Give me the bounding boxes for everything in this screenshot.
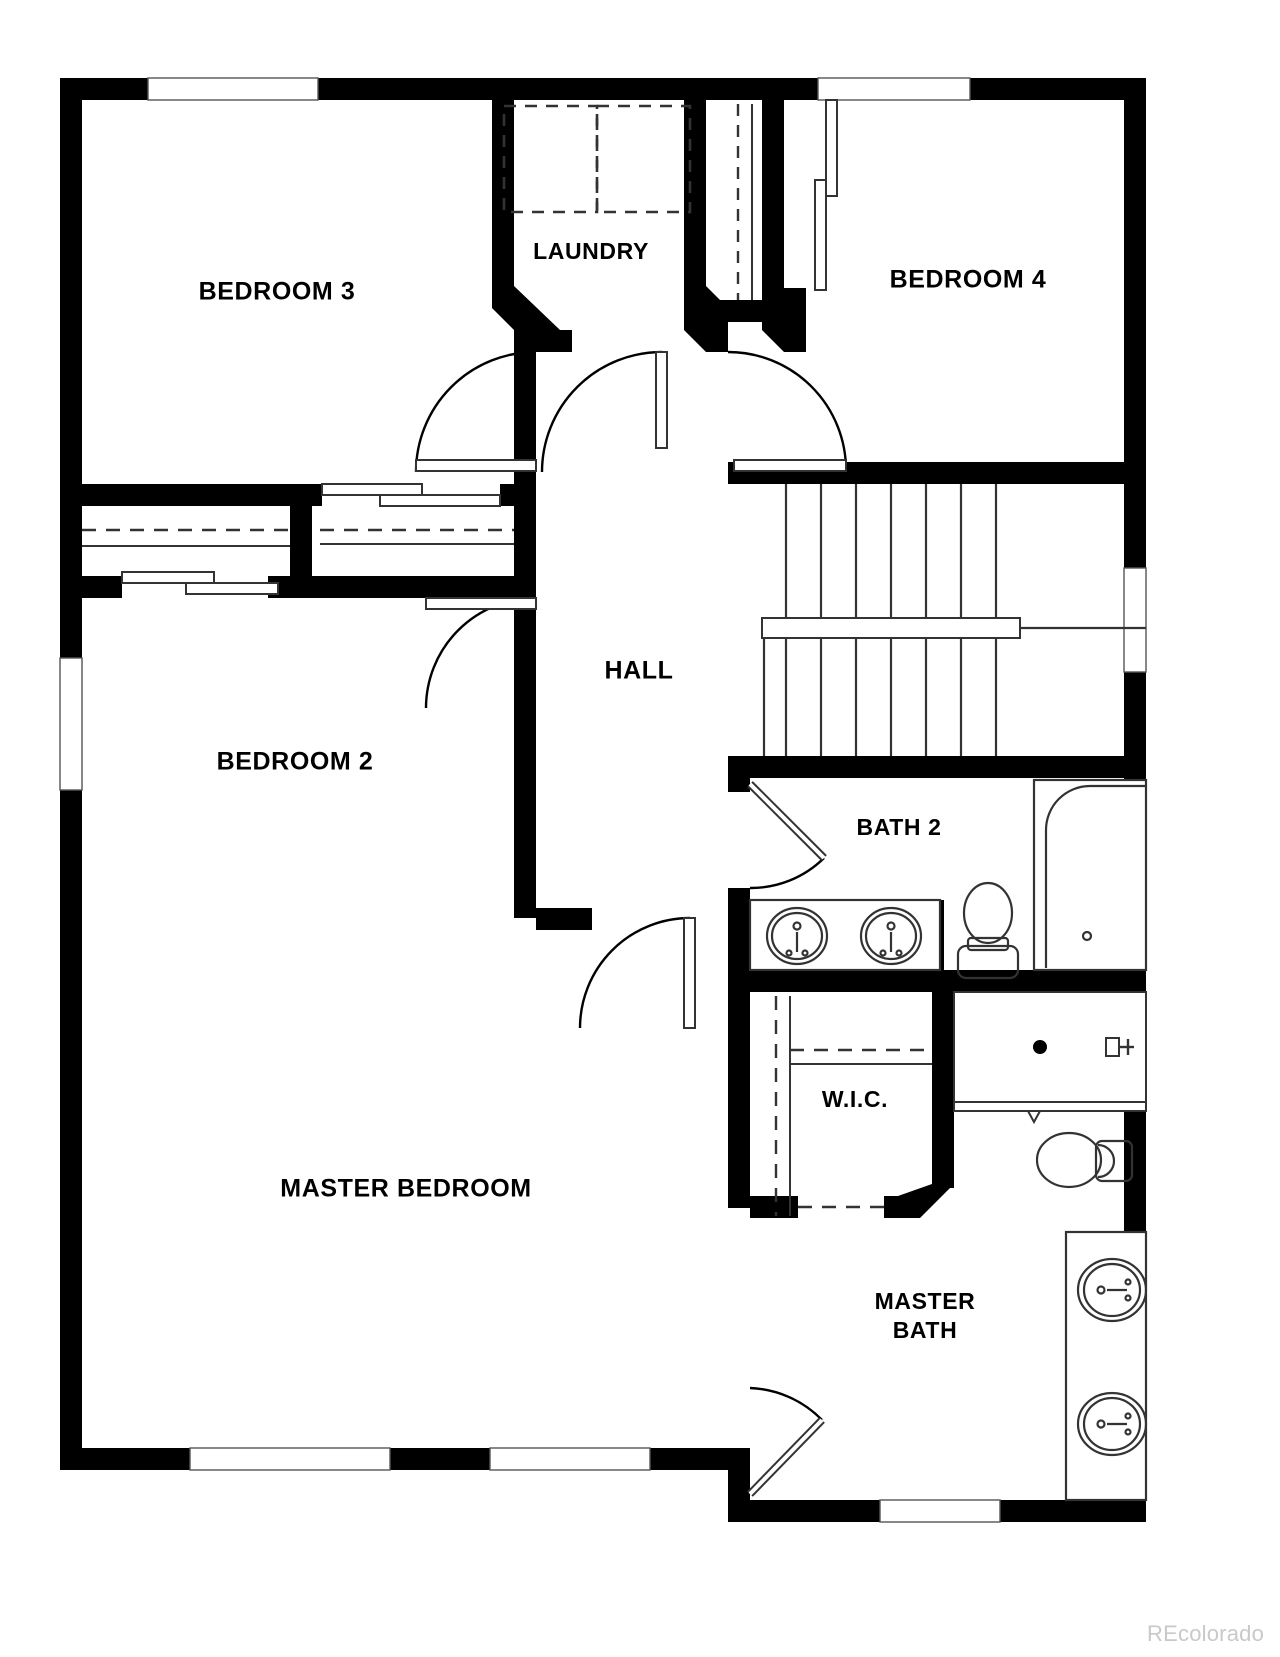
door-bath-2 xyxy=(747,781,827,890)
master-bath-fixtures xyxy=(953,991,1148,1502)
room-label-master-bath-line2: BATH xyxy=(893,1317,958,1343)
windows xyxy=(59,77,1147,1523)
master-sink-lower-icon xyxy=(1076,1391,1148,1457)
master-vanity xyxy=(1064,1230,1148,1502)
room-label-master-bath-line1: MASTER xyxy=(875,1288,976,1314)
room-label-master-bedroom: MASTER BEDROOM xyxy=(280,1175,531,1203)
window-bedroom-2-west xyxy=(59,657,83,791)
room-label-laundry: LAUNDRY xyxy=(533,238,649,264)
bath2-tub-icon xyxy=(1032,778,1148,972)
window-master-south-2 xyxy=(489,1447,651,1471)
door-bedroom-3 xyxy=(414,350,537,473)
closet-bedroom-3-panel-a xyxy=(121,571,215,584)
door-bedroom-2 xyxy=(424,596,537,709)
bath2-sink-right-icon xyxy=(859,906,923,966)
closet-bedroom-4-panel-a xyxy=(825,99,838,197)
staircase xyxy=(761,484,1146,756)
room-label-bedroom-2: BEDROOM 2 xyxy=(217,748,374,776)
door-master-bedroom xyxy=(578,916,696,1029)
window-bedroom-4-north xyxy=(817,77,971,101)
closet-bedroom-2-panel-b xyxy=(379,494,501,507)
swing-doors[interactable] xyxy=(414,350,848,1497)
window-master-south-1 xyxy=(189,1447,391,1471)
recolorado-watermark: REcolorado xyxy=(1147,1621,1264,1646)
room-label-hall: HALL xyxy=(604,657,673,685)
bath2-sink-left-icon xyxy=(765,906,829,966)
window-bedroom-3-north xyxy=(147,77,319,101)
door-master-bath xyxy=(747,1386,825,1497)
room-labels: BEDROOM 3 LAUNDRY BEDROOM 4 HALL BEDROOM… xyxy=(199,238,1047,1343)
door-laundry xyxy=(540,350,668,473)
room-label-wic: W.I.C. xyxy=(822,1086,888,1112)
linen-closet-shelf xyxy=(736,104,753,300)
laundry-appliances xyxy=(502,104,692,214)
sliding-doors[interactable] xyxy=(121,99,838,595)
closet-bedroom-2-panel-a xyxy=(321,483,423,496)
washer-icon xyxy=(502,104,599,214)
window-master-bath-south xyxy=(879,1499,1001,1523)
closet-bedroom-4-panel-b xyxy=(814,179,827,291)
master-sink-upper-icon xyxy=(1076,1257,1148,1323)
master-toilet-icon xyxy=(1035,1131,1134,1189)
closet-shelving xyxy=(82,528,932,1216)
dryer-icon xyxy=(595,104,692,214)
master-shower-icon xyxy=(953,991,1147,1125)
room-label-bath-2: BATH 2 xyxy=(857,814,942,840)
room-label-bedroom-3: BEDROOM 3 xyxy=(199,278,356,306)
door-bedroom-4 xyxy=(727,350,848,472)
bath2-toilet-icon xyxy=(956,881,1020,980)
window-bedroom-4-east xyxy=(1123,567,1147,673)
room-label-bedroom-4: BEDROOM 4 xyxy=(890,266,1047,294)
closet-bedroom-3-panel-b xyxy=(185,582,279,595)
bath-2-fixtures xyxy=(748,778,1148,980)
bath-2-vanity xyxy=(748,898,942,972)
